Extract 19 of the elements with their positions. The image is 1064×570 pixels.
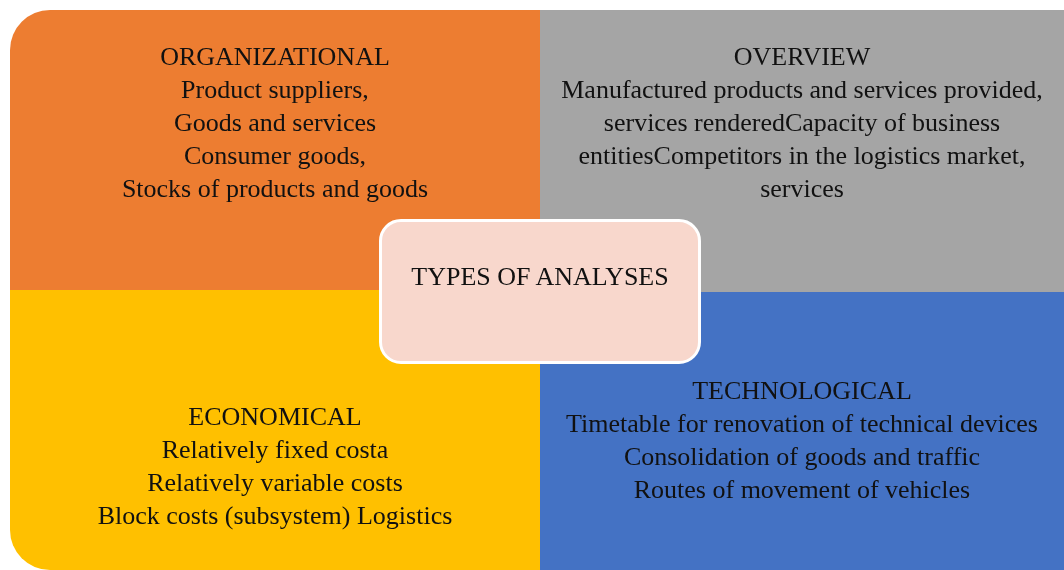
section-heading: TECHNOLOGICAL: [692, 375, 912, 407]
section-heading: OVERVIEW: [733, 41, 871, 73]
body-text: Block costs (subsystem) Logistics: [97, 500, 453, 532]
center-box: [379, 219, 701, 364]
center-title: TYPES OF ANALYSES: [411, 261, 669, 293]
body-text: Manufactured products and services provided, services renderedCapacity of business entitiesCompetitors in the logistics market, services: [560, 74, 1044, 205]
body-text: Goods and services: [173, 107, 377, 139]
body-text: Relatively fixed costa: [161, 434, 389, 466]
body-text: Relatively variable costs: [147, 467, 403, 499]
body-text: Consumer goods,: [184, 140, 366, 172]
body-text: Product suppliers,: [181, 74, 369, 106]
quadrant-panel: [540, 292, 1064, 570]
section-heading: ECONOMICAL: [188, 401, 362, 433]
body-text: Consolidation of goods and traffic: [623, 441, 981, 473]
body-text: Stocks of products and goods: [121, 173, 429, 205]
section-heading: ORGANIZATIONAL: [160, 41, 390, 73]
quadrant-panel: [10, 290, 540, 570]
body-text: Routes of movement of vehicles: [633, 474, 971, 506]
body-text: Timetable for renovation of technical devices: [566, 408, 1038, 440]
